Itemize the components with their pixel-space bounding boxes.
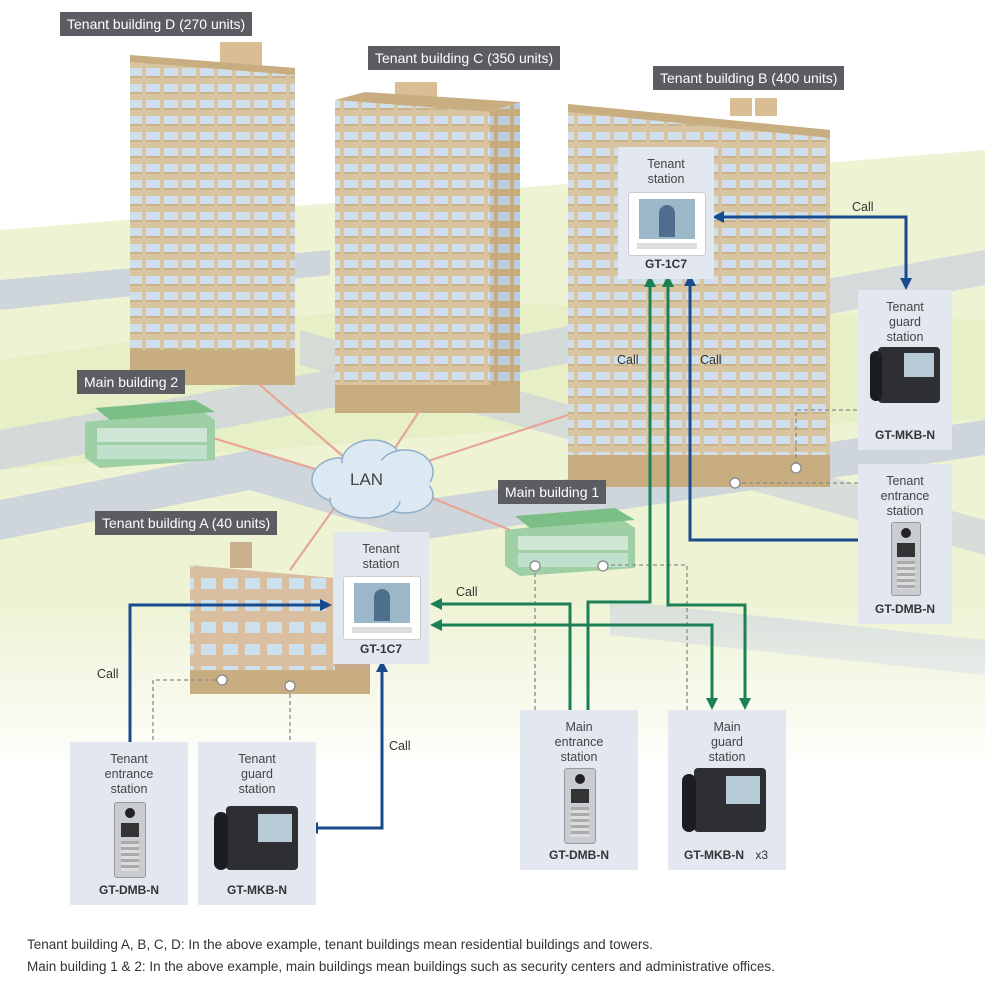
call-label-a-main: Call xyxy=(456,585,478,599)
tag-tenant-building-a: Tenant building A (40 units) xyxy=(95,511,278,535)
station-model: GT-1C7 xyxy=(359,642,402,656)
station-model: GT-DMB-N xyxy=(875,602,935,616)
main-guard-station-card: Main guard station GT-MKB-N x3 xyxy=(668,710,786,870)
guard-station-phone-icon xyxy=(682,766,768,836)
call-label-a-entrance: Call xyxy=(97,667,119,681)
main-entrance-station-card: Main entrance station GT-DMB-N xyxy=(520,710,638,870)
station-model: GT-MKB-N xyxy=(684,848,744,862)
tenant-building-c xyxy=(335,82,520,413)
station-title: Tenant station xyxy=(647,157,685,186)
call-label-b-guard: Call xyxy=(852,200,874,214)
station-model-row: GT-MKB-N x3 xyxy=(684,848,786,862)
station-model: GT-DMB-N xyxy=(99,883,159,897)
tag-tenant-building-d: Tenant building D (270 units) xyxy=(60,12,253,36)
station-model: GT-MKB-N xyxy=(875,428,935,442)
tenant-building-d xyxy=(130,42,295,385)
station-title: Tenant guard station xyxy=(886,300,924,344)
call-label-a-guard: Call xyxy=(389,739,411,753)
tenant-monitor-icon xyxy=(343,576,421,640)
lan-label: LAN xyxy=(350,470,384,489)
guard-station-phone-icon xyxy=(214,804,300,874)
tag-main-building-1: Main building 1 xyxy=(498,480,607,504)
b-entrance-station-card: Tenant entrance station GT-DMB-N xyxy=(858,464,952,624)
footnote-tenant-buildings: Tenant building A, B, C, D: In the above… xyxy=(27,937,653,952)
call-paths-blue xyxy=(128,215,908,830)
main-building-1 xyxy=(505,508,635,576)
tag-main-building-2: Main building 2 xyxy=(77,370,186,394)
station-title: Tenant station xyxy=(362,542,400,571)
tenant-monitor-icon xyxy=(628,192,706,256)
cable-ports xyxy=(216,462,802,692)
footnote-main-buildings: Main building 1 & 2: In the above exampl… xyxy=(27,959,775,974)
entrance-panel-icon xyxy=(564,768,596,844)
main-building-2 xyxy=(85,400,215,468)
a-guard-station-card: Tenant guard station GT-MKB-N xyxy=(198,742,316,905)
station-title: Main entrance station xyxy=(554,720,604,764)
station-title: Tenant guard station xyxy=(238,752,276,796)
tag-tenant-building-c: Tenant building C (350 units) xyxy=(368,46,561,70)
station-title: Tenant entrance station xyxy=(880,474,930,518)
station-model: GT-1C7 xyxy=(644,257,687,271)
tag-tenant-building-b: Tenant building B (400 units) xyxy=(653,66,845,90)
b-tenant-station-card: Tenant station GT-1C7 xyxy=(618,147,714,279)
guard-station-phone-icon xyxy=(870,345,942,405)
entrance-panel-icon xyxy=(114,802,146,878)
call-label-b-main-entrance: Call xyxy=(617,353,639,367)
entrance-panel-icon xyxy=(891,522,921,596)
b-guard-station-card: Tenant guard station GT-MKB-N xyxy=(858,290,952,450)
station-quantity: x3 xyxy=(755,848,769,862)
station-model: GT-DMB-N xyxy=(549,848,609,862)
lan-links xyxy=(212,384,569,571)
a-entrance-station-card: Tenant entrance station GT-DMB-N xyxy=(70,742,188,905)
station-title: Tenant entrance station xyxy=(104,752,154,796)
a-tenant-station-card: Tenant station GT-1C7 xyxy=(333,532,429,664)
call-paths-green xyxy=(442,285,747,710)
call-label-b-entrance: Call xyxy=(700,353,722,367)
call-arrowheads-green xyxy=(430,275,751,710)
station-model: GT-MKB-N xyxy=(227,883,287,897)
station-cables xyxy=(152,409,858,740)
station-title: Main guard station xyxy=(708,720,746,764)
